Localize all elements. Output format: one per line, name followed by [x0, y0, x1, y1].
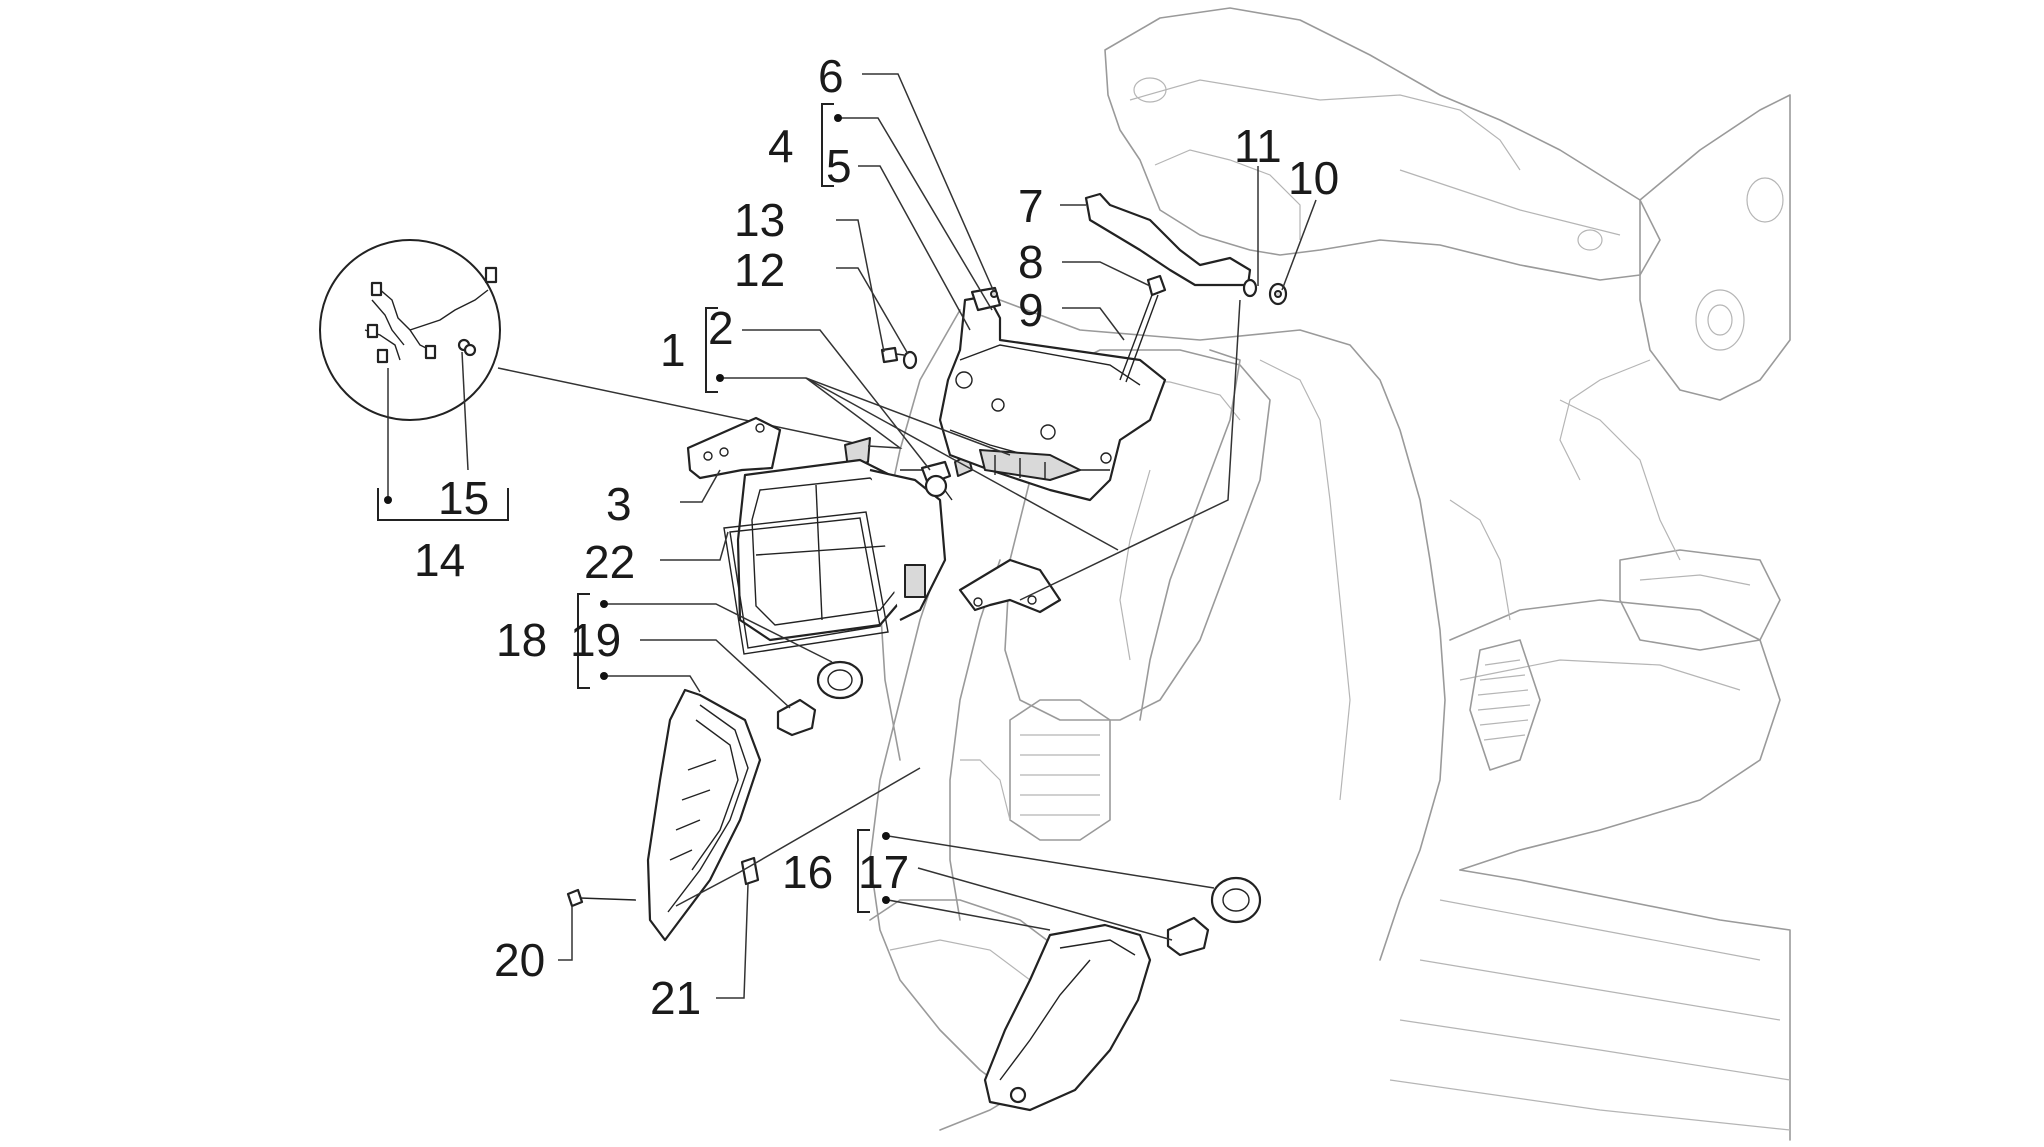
label-part-7: 7: [1018, 180, 1044, 232]
label-part-16: 16: [782, 846, 833, 898]
lower-mount-bracket: [958, 558, 1062, 614]
label-part-15: 15: [438, 472, 489, 524]
label-part-13: 13: [734, 194, 785, 246]
label-part-5: 5: [826, 140, 852, 192]
label-part-21: 21: [650, 972, 701, 1024]
leader-lines: [387, 73, 1317, 999]
screw-and-washer: [880, 346, 918, 370]
label-part-1: 1: [660, 324, 686, 376]
label-part-10: 10: [1288, 152, 1339, 204]
label-part-4: 4: [768, 120, 794, 172]
label-part-12: 12: [734, 244, 785, 296]
label-part-3: 3: [606, 478, 632, 530]
upper-bracket: [1084, 192, 1288, 383]
label-part-6: 6: [818, 50, 844, 102]
headlight-assembly: [686, 416, 953, 655]
label-part-8: 8: [1018, 236, 1044, 288]
label-part-17: 17: [858, 846, 909, 898]
part-labels: 6 4 5 13 12 1 2 3 22 18 19 7 8 9 11 10 1…: [414, 50, 1339, 1024]
label-part-19: 19: [570, 614, 621, 666]
group-brackets: [377, 103, 890, 913]
label-part-11: 11: [1234, 120, 1282, 172]
label-part-2: 2: [708, 302, 734, 354]
scooter-body-outline: [869, 7, 1791, 1141]
turn-signal-left-lens: [646, 688, 762, 942]
label-part-20: 20: [494, 934, 545, 986]
label-part-18: 18: [496, 614, 547, 666]
headlight-bulb: [920, 454, 973, 498]
turn-signal-right-socket-bulb: [1166, 876, 1262, 957]
wiring-harness-inset: [319, 239, 869, 447]
turn-signal-right-lens: [983, 923, 1152, 1112]
label-part-22: 22: [584, 536, 635, 588]
label-part-9: 9: [1018, 284, 1044, 336]
turn-signal-left-socket-bulb: [776, 660, 864, 737]
label-part-14: 14: [414, 534, 465, 586]
